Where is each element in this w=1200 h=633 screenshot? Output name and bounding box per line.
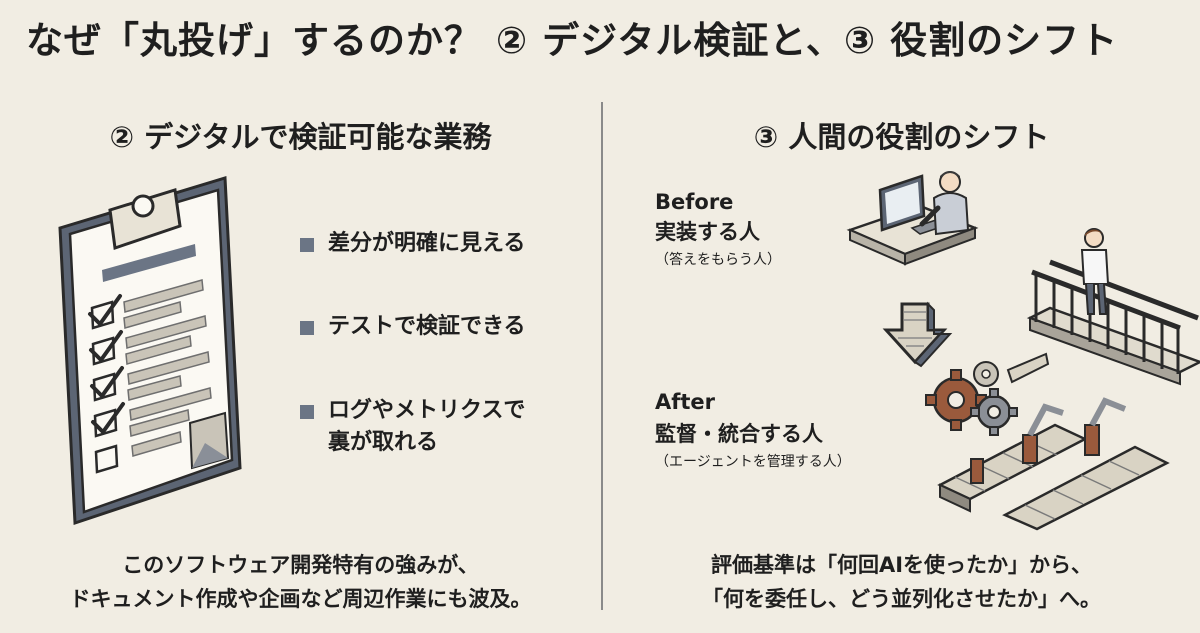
left-section-heading: ② デジタルで検証可能な業務 xyxy=(109,120,492,154)
left-caption: このソフトウェア開発特有の強みが、 ドキュメント作成や企画など周辺作業にも波及。 xyxy=(69,553,532,611)
after-role: 監督・統合する人 xyxy=(655,422,823,446)
supervisor-on-platform-icon xyxy=(1026,228,1200,386)
before-role: 実装する人 xyxy=(655,220,760,244)
gears-icon xyxy=(925,352,1050,436)
bullet-square-icon xyxy=(300,405,314,419)
down-arrow-icon xyxy=(882,301,953,368)
robot-conveyor-icon xyxy=(937,397,1170,531)
person-at-desk-icon xyxy=(846,171,979,266)
after-note: （エージェントを管理する人） xyxy=(655,454,851,470)
right-section-heading: ③ 人間の役割のシフト xyxy=(753,120,1050,154)
bullet-square-icon xyxy=(300,321,314,335)
bullet-square-icon xyxy=(300,238,314,252)
section-divider xyxy=(601,102,603,610)
before-label: Before xyxy=(655,190,734,214)
after-label: After xyxy=(655,390,716,414)
clipboard-checklist-icon xyxy=(58,176,242,526)
before-note: （答えをもらう人） xyxy=(655,252,781,268)
right-caption: 評価基準は「何回AIを使ったか」から、 「何を委任し、どう並列化させたか」へ。 xyxy=(702,553,1101,611)
page-title: なぜ「丸投げ」するのか？ ② デジタル検証と、③ 役割のシフト xyxy=(26,19,1119,62)
